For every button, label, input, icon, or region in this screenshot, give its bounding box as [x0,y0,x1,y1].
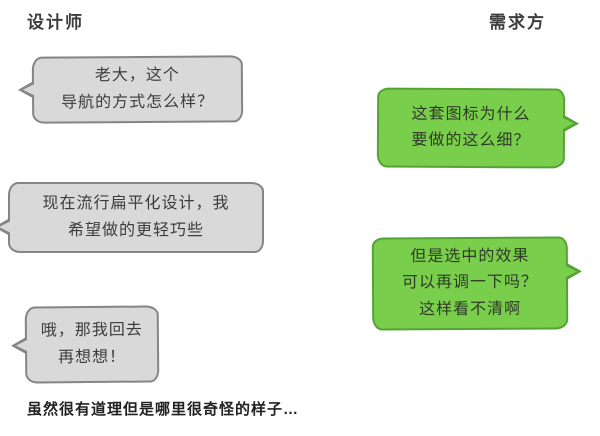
bubble-line: 现在流行扁平化设计，我 [42,195,230,213]
designer-label: 设计师 [27,13,84,32]
speech-bubble-designer-3: 哦，那我回去 再想想！ [24,305,160,384]
speech-bubble-designer-2: 现在流行扁平化设计，我 希望做的更轻巧些 [0,182,264,253]
speech-bubble-designer-1: 老大，这个 导航的方式怎么样？ [31,55,244,124]
bubble-line: 导航的方式怎么样？ [61,92,215,112]
speech-bubble-client-2: 但是选中的效果 可以再调一下吗？ 这样看不清啊 [371,236,569,331]
bubble-line: 可以再调一下吗？ [401,273,539,292]
bubble-line: 要做的这么细？ [411,131,531,150]
client-label: 需求方 [489,13,546,32]
bubble-line: 这样看不清啊 [419,300,522,318]
bubble-line: 这套图标为什么 [411,105,531,123]
caption: 虽然很有道理但是哪里很奇怪的样子… [27,401,300,418]
bubble-line: 老大，这个 [94,66,180,85]
bubble-line: 希望做的更轻巧些 [67,221,204,239]
speech-bubble-client-1: 这套图标为什么 要做的这么细？ [376,87,566,169]
bubble-line: 但是选中的效果 [410,247,530,266]
bubble-line: 再想想！ [58,348,127,366]
bubble-line: 哦，那我回去 [40,321,143,340]
